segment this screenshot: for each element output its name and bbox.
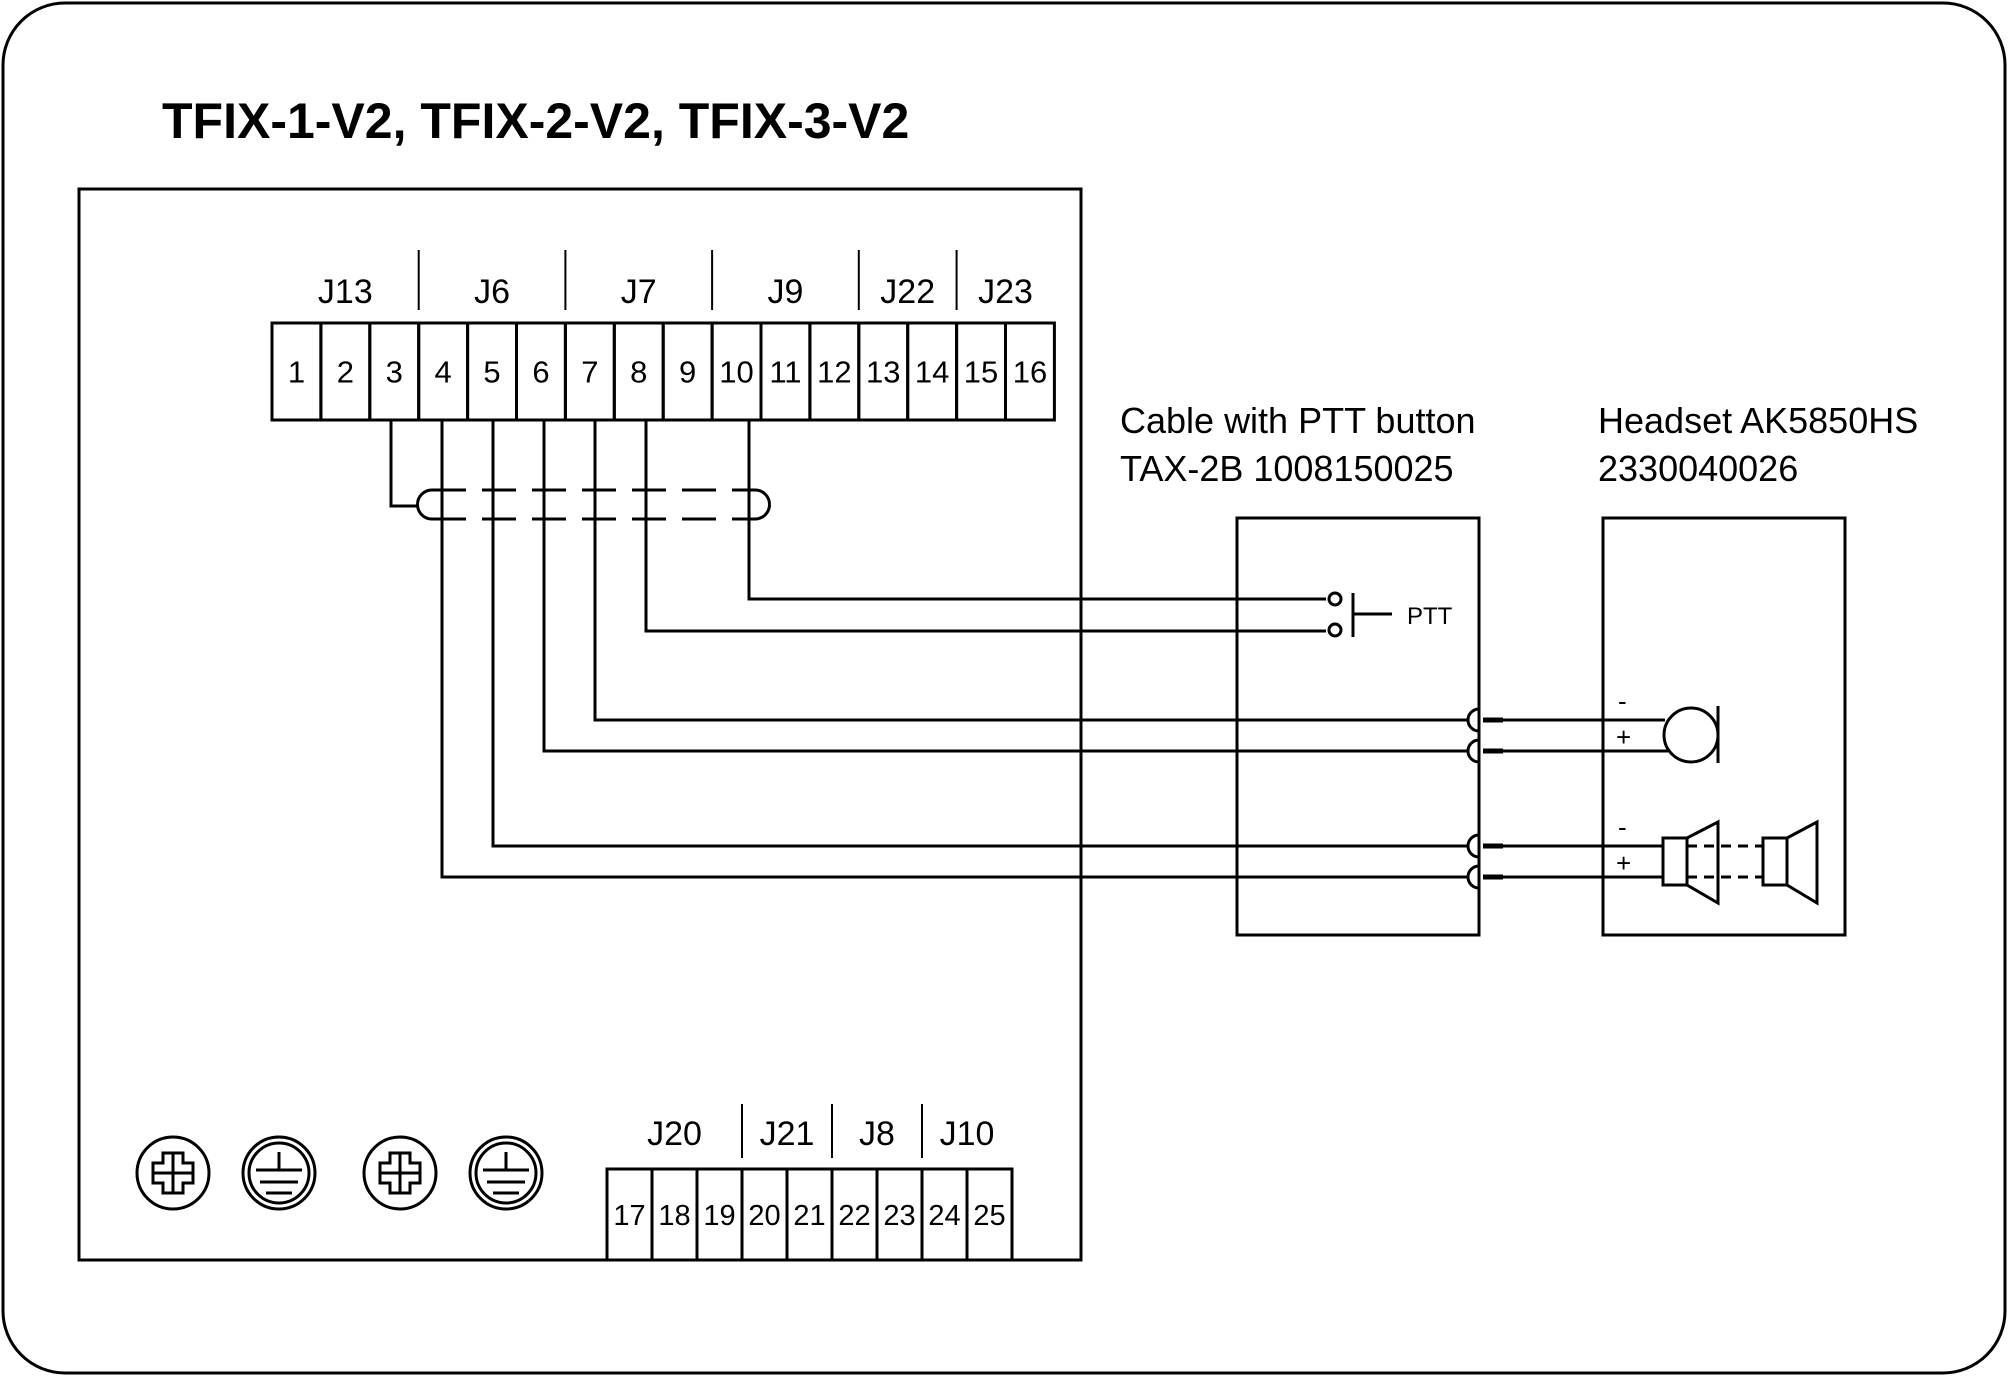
terminal-pin: 24	[920, 1167, 969, 1262]
microphone-icon	[1662, 706, 1720, 764]
speaker-plus-label: +	[1616, 848, 1631, 878]
pin-number: 2	[337, 355, 354, 390]
terminal-pin: 5	[466, 321, 519, 422]
terminal-pin: 2	[319, 321, 372, 422]
terminal-pin: 14	[906, 321, 959, 422]
terminal-pin: 9	[661, 321, 714, 422]
connector-label: J6	[474, 273, 510, 311]
terminal-pin: 17	[605, 1167, 654, 1262]
connector-label: J23	[978, 273, 1033, 311]
terminal-pin: 21	[785, 1167, 834, 1262]
connector-label: J8	[859, 1115, 895, 1153]
terminal-pin: 23	[875, 1167, 924, 1262]
terminal-pin: 15	[955, 321, 1007, 422]
terminal-pin: 11	[759, 321, 812, 422]
pin-number: 25	[973, 1200, 1005, 1232]
terminal-pin: 16	[1004, 321, 1056, 422]
pin-number: 5	[483, 355, 500, 390]
pin-number: 24	[928, 1200, 960, 1232]
pin-number: 11	[769, 355, 801, 390]
wire-pin8-ptt	[644, 420, 1326, 633]
wire-pin6-mic-plus	[542, 420, 1467, 753]
mic-minus-label: -	[1618, 686, 1627, 716]
device-enclosure	[77, 187, 1083, 1262]
terminal-pin: 1	[270, 321, 323, 422]
diagram-title: TFIX-1-V2, TFIX-2-V2, TFIX-3-V2	[162, 93, 909, 149]
pin-number: 19	[703, 1200, 735, 1232]
connector-label: J13	[318, 273, 373, 311]
pin-number: 13	[866, 355, 900, 390]
wire-pin5-spk-minus	[491, 420, 1467, 848]
pin-number: 7	[581, 355, 598, 390]
pin-number: 10	[719, 355, 753, 390]
pin-number: 6	[532, 355, 549, 390]
connector-label: J22	[880, 273, 935, 311]
terminal-pin: 19	[695, 1167, 744, 1262]
terminal-pin: 22	[830, 1167, 879, 1262]
pin-number: 22	[838, 1200, 870, 1232]
cable-shield	[389, 420, 771, 521]
terminal-pin: 3	[368, 321, 421, 422]
pin-number: 23	[883, 1200, 915, 1232]
terminal-pin: 25	[965, 1167, 1014, 1262]
connector-label: J20	[647, 1115, 702, 1153]
ptt-label: PTT	[1407, 603, 1453, 630]
wire-pin10-ptt	[747, 420, 1326, 601]
headset-title: Headset AK5850HS	[1598, 400, 1918, 441]
terminal-pin: 12	[808, 321, 861, 422]
bottom-terminal-block: 17 18 19 J20 20 21 J21 22 23 J8 24 25 J10	[605, 1104, 1014, 1262]
terminal-pin: 13	[857, 321, 910, 422]
pin-number: 4	[435, 355, 452, 390]
connector-label: J9	[767, 273, 803, 311]
cable-title: Cable with PTT button	[1120, 400, 1476, 441]
pin-number: 8	[630, 355, 647, 390]
screw-icon	[135, 1135, 211, 1211]
screw-icon	[362, 1135, 438, 1211]
pin-number: 15	[964, 355, 998, 390]
terminal-pin: 10	[710, 321, 763, 422]
wire-pin7-mic-minus	[593, 420, 1467, 722]
pin-number: 16	[1013, 355, 1047, 390]
cable-part-number: TAX-2B 1008150025	[1120, 448, 1454, 489]
terminal-pin: 18	[650, 1167, 699, 1262]
ground-icon	[468, 1135, 544, 1211]
ptt-switch-icon	[1327, 591, 1392, 638]
ground-icon	[241, 1135, 317, 1211]
pin-number: 18	[658, 1200, 690, 1232]
headset-box	[1601, 516, 1847, 937]
speaker-icon	[1661, 819, 1720, 906]
wire-pin4-spk-plus	[440, 420, 1467, 879]
terminal-pin: 7	[563, 321, 616, 422]
headset-part-number: 2330040026	[1598, 448, 1798, 489]
pin-number: 14	[915, 355, 949, 390]
connector-label: J7	[621, 273, 657, 311]
pin-number: 12	[817, 355, 851, 390]
speaker-link	[1687, 844, 1763, 879]
connector-jacks	[1466, 707, 1668, 890]
speaker-icon	[1761, 819, 1819, 906]
cable-box	[1235, 516, 1481, 937]
mic-plus-label: +	[1616, 722, 1631, 752]
pin-number: 1	[288, 355, 305, 390]
pin-number: 17	[613, 1200, 645, 1232]
terminal-pin: 4	[417, 321, 470, 422]
pin-number: 20	[748, 1200, 780, 1232]
connector-label: J10	[940, 1115, 995, 1153]
terminal-pin: 20	[740, 1167, 789, 1262]
pin-number: 21	[793, 1200, 825, 1232]
terminal-pin: 8	[612, 321, 665, 422]
pin-number: 9	[679, 355, 696, 390]
connector-label: J21	[760, 1115, 815, 1153]
wires	[440, 420, 1467, 879]
speaker-minus-label: -	[1618, 812, 1627, 842]
pin-number: 3	[386, 355, 403, 390]
terminal-pin: 6	[515, 321, 567, 422]
shield-drain-wire	[389, 420, 418, 508]
